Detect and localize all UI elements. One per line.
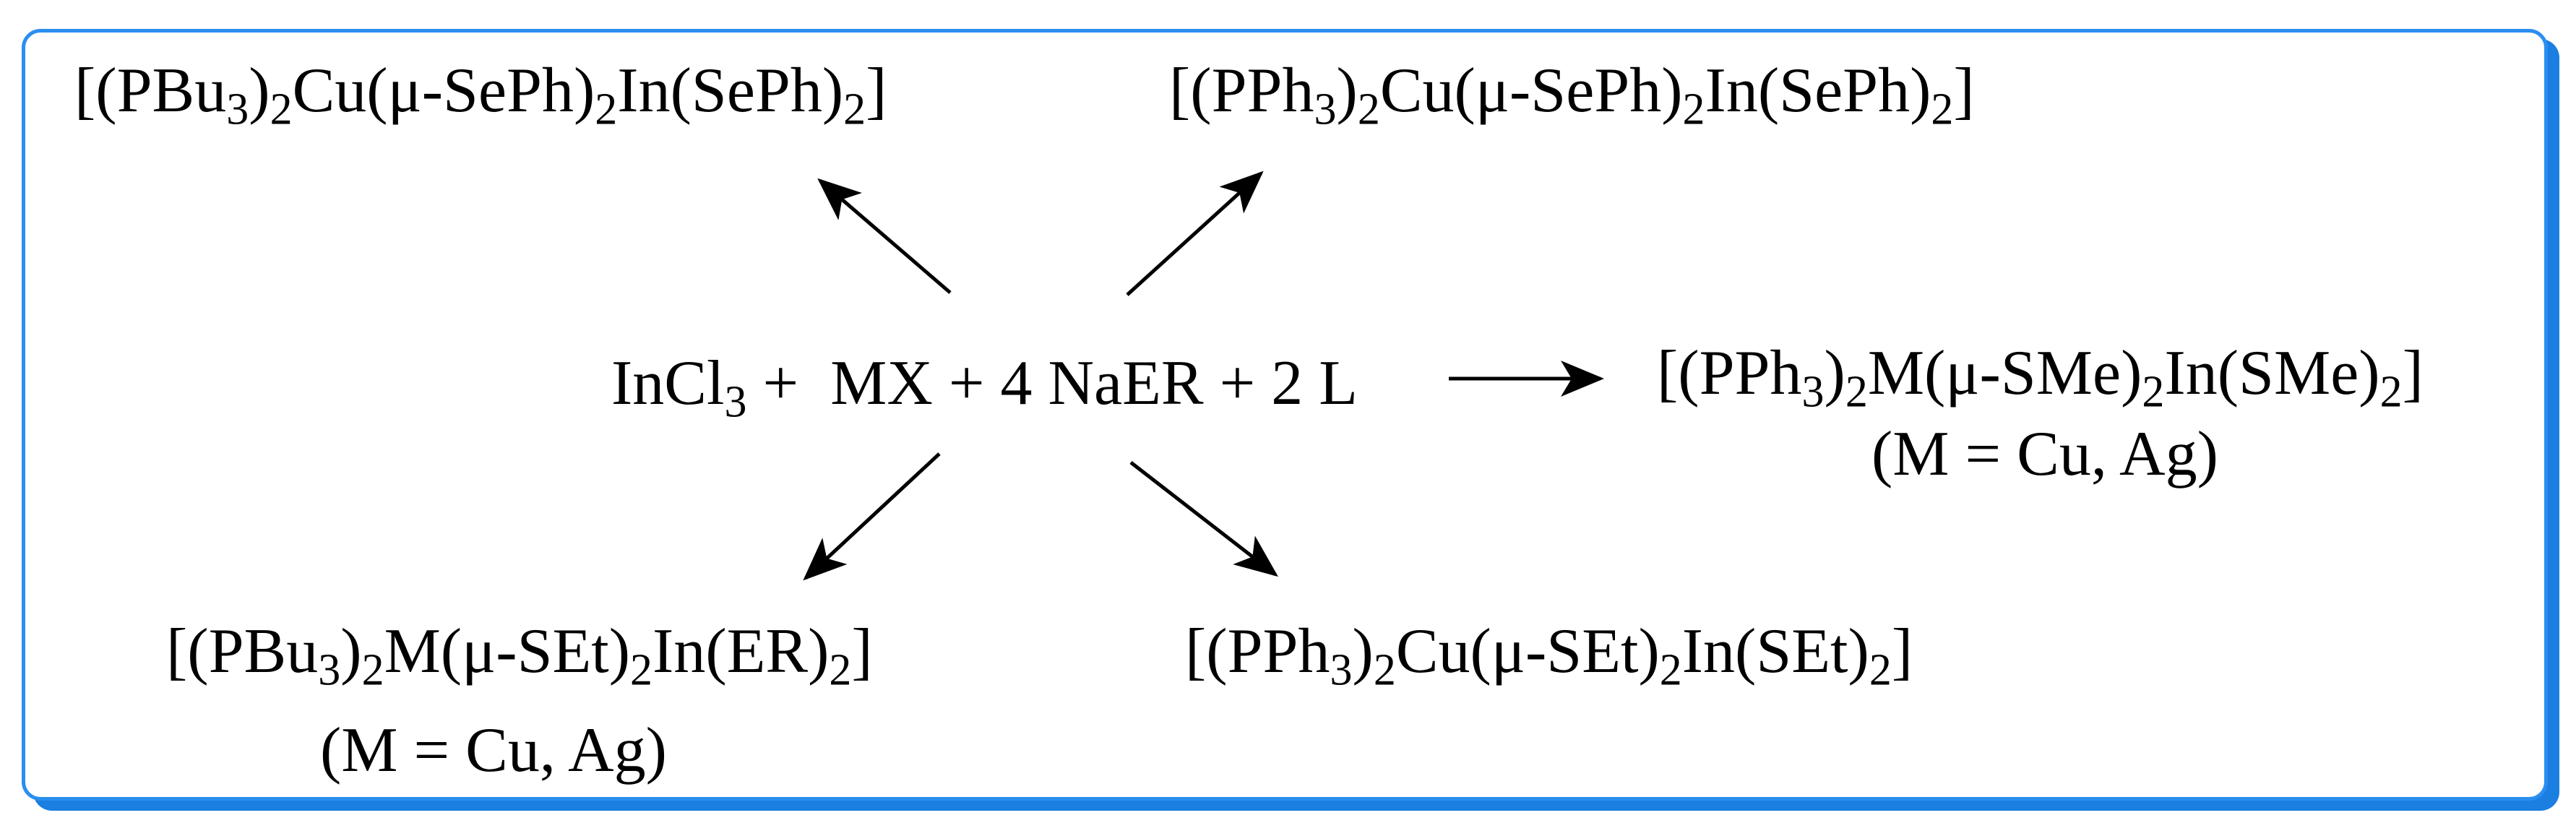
right-part-3: M(μ-SMe): [1867, 338, 2142, 408]
top-right-sub-1: 3: [1314, 85, 1337, 134]
top-left-part-1: [(PBu: [74, 56, 227, 126]
bottom-left-sub-4: 2: [829, 645, 852, 695]
bottom-left-note: (M = Cu, Ag): [320, 715, 667, 785]
top-right-sub-2: 2: [1357, 85, 1380, 134]
product-right: [(PPh3)2M(μ-SMe)2In(SMe)2]: [1657, 342, 2424, 415]
bottom-right-sub-3: 2: [1659, 645, 1682, 695]
right-note: (M = Cu, Ag): [1871, 419, 2218, 489]
right-part-1: [(PPh: [1657, 338, 1802, 408]
product-bottom-right: [(PPh3)2Cu(μ-SEt)2In(SEt)2]: [1185, 620, 1913, 693]
bottom-left-part-1: [(PBu: [166, 616, 319, 686]
reactant-incl-sub: 3: [724, 377, 747, 427]
bottom-left-sub-1: 3: [318, 645, 341, 695]
top-left-part-5: ]: [866, 56, 887, 126]
top-right-sub-3: 2: [1682, 85, 1705, 134]
reactants: InCl3 + MX + 4 NaER + 2 L: [611, 352, 1358, 425]
top-right-part-1: [(PPh: [1169, 56, 1314, 126]
bottom-left-sub-3: 2: [630, 645, 653, 695]
reactant-incl: InCl: [611, 348, 725, 418]
top-right-part-3: Cu(μ-SePh): [1379, 56, 1683, 126]
top-right-part-5: ]: [1953, 56, 1975, 126]
product-top-left: [(PBu3)2Cu(μ-SePh)2In(SePh)2]: [74, 56, 887, 132]
right-sub-3: 2: [2142, 367, 2165, 417]
top-left-sub-2: 2: [270, 85, 293, 134]
arrow-to-top-right: [1126, 171, 1264, 296]
product-top-right: [(PPh3)2Cu(μ-SePh)2In(SePh)2]: [1169, 56, 1975, 132]
bottom-right-part-5: ]: [1891, 616, 1913, 686]
bottom-left-part-4: In(ER): [652, 616, 830, 686]
bottom-left-part-3: M(μ-SEt): [384, 616, 631, 686]
top-left-sub-1: 3: [226, 85, 249, 134]
bottom-right-sub-4: 2: [1869, 645, 1892, 695]
bottom-right-sub-1: 3: [1330, 645, 1353, 695]
right-sub-4: 2: [2379, 367, 2403, 417]
right-sub-1: 3: [1801, 367, 1825, 417]
top-left-part-4: In(SePh): [617, 56, 844, 126]
bottom-left-sub-2: 2: [361, 645, 384, 695]
top-left-sub-4: 2: [843, 85, 866, 134]
top-right-sub-4: 2: [1931, 85, 1954, 134]
right-part-5: ]: [2402, 338, 2424, 408]
bottom-left-part-2: ): [340, 616, 362, 686]
top-left-part-2: ): [249, 56, 270, 126]
bottom-right-part-3: Cu(μ-SEt): [1395, 616, 1660, 686]
arrow-to-bottom-right: [1129, 461, 1278, 577]
bottom-left-part-5: ]: [851, 616, 873, 686]
arrow-to-top-left: [817, 178, 952, 294]
top-right-part-4: In(SePh): [1705, 56, 1931, 126]
bottom-right-sub-2: 2: [1373, 645, 1396, 695]
bottom-right-part-2: ): [1352, 616, 1374, 686]
top-left-part-3: Cu(μ-SePh): [292, 56, 595, 126]
scheme-frame: [22, 29, 2548, 801]
right-part-4: In(SMe): [2164, 338, 2380, 408]
product-bottom-left: [(PBu3)2M(μ-SEt)2In(ER)2]: [166, 620, 873, 693]
top-right-part-2: ): [1336, 56, 1358, 126]
top-left-sub-3: 2: [595, 85, 618, 134]
right-part-2: ): [1824, 338, 1845, 408]
bottom-right-part-1: [(PPh: [1185, 616, 1330, 686]
reactant-rest: + MX + 4 NaER + 2 L: [746, 348, 1358, 418]
bottom-right-part-4: In(SEt): [1681, 616, 1869, 686]
right-sub-2: 2: [1845, 367, 1868, 417]
arrow-to-bottom-left: [803, 452, 941, 581]
